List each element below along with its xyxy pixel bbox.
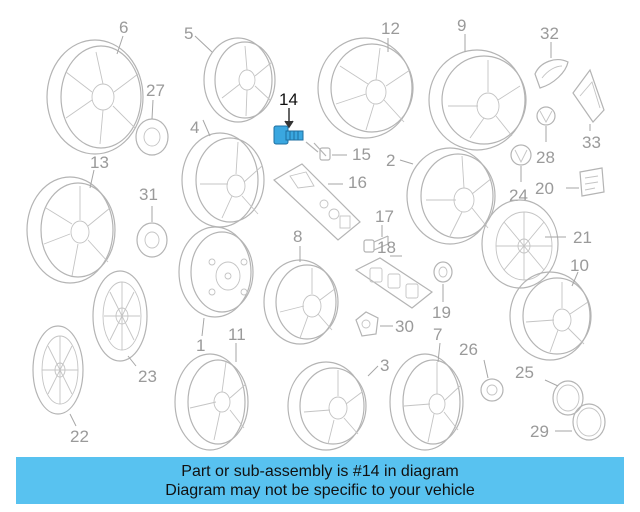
wheel-part-6[interactable]: 6 <box>46 18 144 155</box>
bolt-part-17[interactable]: 17 <box>363 207 394 253</box>
valve-part-15[interactable]: 15 <box>305 141 371 164</box>
wheel-part-8[interactable]: 8 <box>263 227 339 345</box>
emblem-part-33[interactable]: 33 <box>572 68 605 152</box>
callout-6: 6 <box>119 18 128 37</box>
callout-12: 12 <box>381 19 400 38</box>
badge-part-28[interactable]: 28 <box>536 106 556 167</box>
callout-23: 23 <box>138 367 157 386</box>
wheel-part-13[interactable]: 13 <box>26 153 116 284</box>
hubcap-part-23[interactable]: 23 <box>92 270 157 386</box>
ring-part-29[interactable]: 29 <box>530 403 606 441</box>
wheel-part-12[interactable]: 12 <box>317 19 414 139</box>
center-cap-part-31[interactable]: 31 <box>136 185 168 258</box>
ring-part-25[interactable]: 25 <box>515 363 584 416</box>
callout-33: 33 <box>582 133 601 152</box>
callout-25: 25 <box>515 363 534 382</box>
center-cap-part-26[interactable]: 26 <box>459 340 504 402</box>
callout-4: 4 <box>190 118 199 137</box>
wheel-part-4[interactable]: 4 <box>181 118 265 228</box>
lock-bolt-set-part-18[interactable]: 18 <box>354 238 434 309</box>
callout-26: 26 <box>459 340 478 359</box>
wheel-part-3[interactable]: 3 <box>287 356 389 451</box>
callout-10: 10 <box>570 256 589 275</box>
banner-line-2: Diagram may not be specific to your vehi… <box>165 482 475 499</box>
callout-19: 19 <box>432 303 451 322</box>
nut-part-19[interactable]: 19 <box>432 261 453 322</box>
callout-3: 3 <box>380 356 389 375</box>
center-cap-part-27[interactable]: 27 <box>135 81 169 156</box>
callout-9: 9 <box>457 16 466 35</box>
wheel-part-2[interactable]: 2 <box>386 147 496 245</box>
sensor-kit-part-16[interactable]: 16 <box>272 163 367 241</box>
callout-20: 20 <box>535 179 554 198</box>
center-cap-part-30[interactable]: 30 <box>355 311 414 337</box>
parts-diagram: 6 27 5 12 9 32 <box>26 16 606 451</box>
callout-13: 13 <box>90 153 109 172</box>
callout-32: 32 <box>540 24 559 43</box>
callout-2: 2 <box>386 151 395 170</box>
callout-21: 21 <box>573 228 592 247</box>
wheel-part-5[interactable]: 5 <box>184 24 276 123</box>
callout-14: 14 <box>279 90 298 109</box>
hubcap-part-22[interactable]: 22 <box>32 325 89 446</box>
hubcap-part-21[interactable]: 21 <box>481 199 592 289</box>
callout-22: 22 <box>70 427 89 446</box>
callout-5: 5 <box>184 24 193 43</box>
badge-part-24[interactable]: 24 <box>509 144 532 205</box>
wheel-part-7[interactable]: 7 <box>389 325 464 451</box>
callout-11: 11 <box>228 325 246 344</box>
banner-line-1: Part or sub-assembly is #14 in diagram <box>181 463 459 480</box>
label-part-20[interactable]: 20 <box>535 167 605 198</box>
steel-wheel-part-1[interactable]: 1 <box>178 226 254 355</box>
emblem-part-32[interactable]: 32 <box>534 24 569 89</box>
info-banner: Part or sub-assembly is #14 in diagram D… <box>16 457 624 504</box>
callout-8: 8 <box>293 227 302 246</box>
wheel-part-9[interactable]: 9 <box>428 16 527 151</box>
bolt-part-14[interactable]: 14 <box>273 90 304 145</box>
callout-16: 16 <box>348 173 367 192</box>
wheel-part-11[interactable]: 11 <box>174 325 249 451</box>
callout-1: 1 <box>196 336 205 355</box>
callout-18: 18 <box>377 238 396 257</box>
callout-24: 24 <box>509 186 528 205</box>
wheel-part-10[interactable]: 10 <box>509 256 592 361</box>
callout-7: 7 <box>433 325 442 344</box>
callout-27: 27 <box>146 81 165 100</box>
callout-29: 29 <box>530 422 549 441</box>
callout-15: 15 <box>352 145 371 164</box>
callout-31: 31 <box>139 185 158 204</box>
callout-30: 30 <box>395 317 414 336</box>
callout-28: 28 <box>536 148 555 167</box>
callout-17: 17 <box>375 207 394 226</box>
